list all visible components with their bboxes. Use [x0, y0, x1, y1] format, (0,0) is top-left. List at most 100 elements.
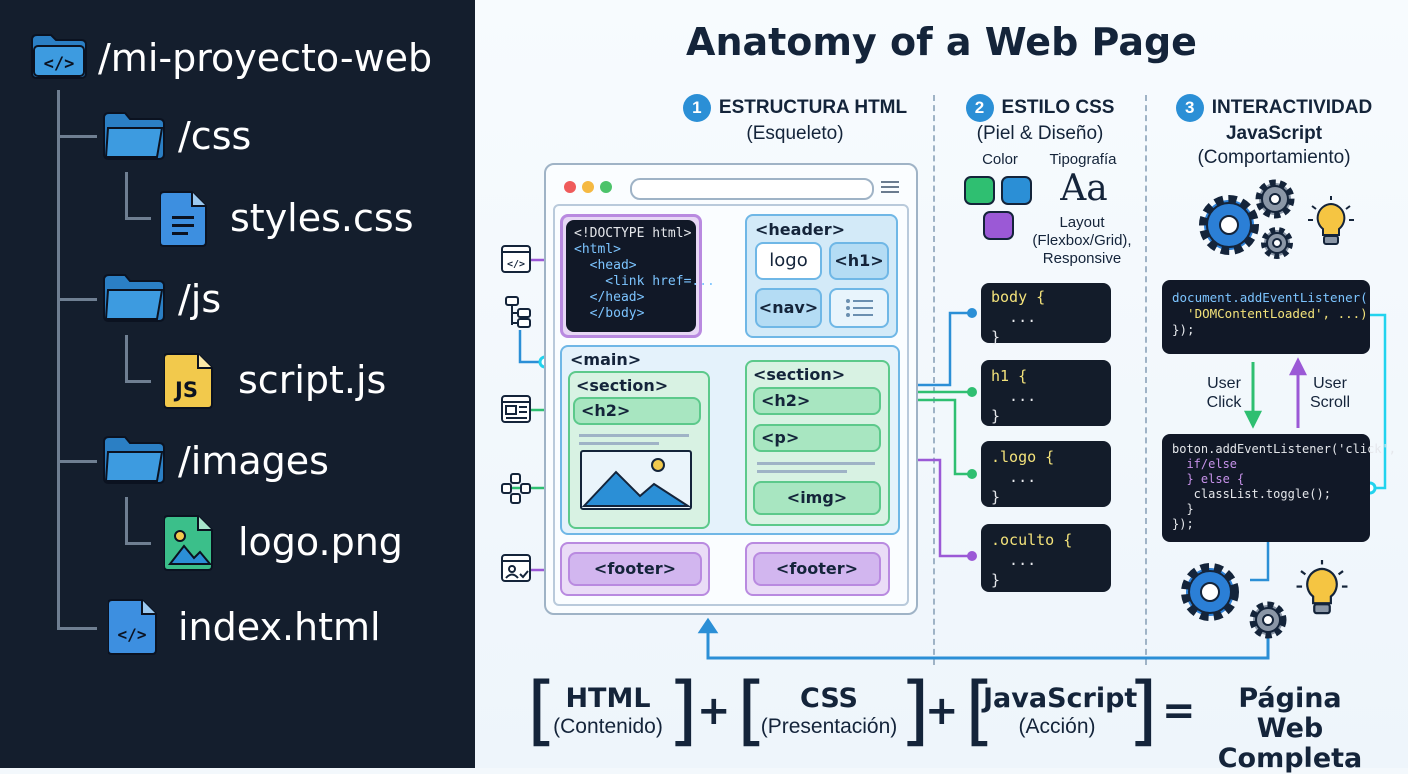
formula-css: CSS (Presentación): [752, 684, 906, 740]
tree-file-logo[interactable]: logo.png: [238, 520, 403, 564]
css-line: ...: [991, 387, 1037, 405]
image-file-icon: [164, 515, 213, 571]
img-element: <img>: [753, 481, 881, 515]
js-file-icon: [164, 353, 213, 409]
column-subtitle: (Esqueleto): [746, 123, 844, 144]
text-line: [579, 434, 689, 437]
element-label: <nav>: [758, 298, 819, 317]
code-line: <head>: [574, 258, 637, 273]
result-line: Completa: [1217, 743, 1363, 774]
tree-root-label[interactable]: /mi-proyecto-web: [98, 36, 433, 80]
result-line: Página Web: [1238, 683, 1342, 744]
address-bar: [630, 178, 874, 200]
text-line: [579, 442, 659, 445]
code-line: <link href=...: [574, 274, 715, 289]
list-icon: [846, 299, 873, 317]
js-code-domcontentloaded: document.addEventListener( 'DOMContentLo…: [1162, 280, 1370, 354]
h1-element: <h1>: [829, 242, 889, 280]
lightbulb-icon: [1296, 560, 1348, 615]
tree-file-index[interactable]: index.html: [178, 605, 381, 649]
code-line: document.addEventListener(: [1172, 290, 1368, 305]
layout-label: Layout (Flexbox/Grid), Responsive: [1022, 214, 1142, 268]
components-icon: [501, 473, 531, 504]
column-title: ESTILO CSS: [1001, 97, 1115, 119]
file-tree-panel: [0, 0, 475, 768]
user-scroll-label: User Scroll: [1300, 374, 1360, 412]
folder-icon: [103, 274, 165, 322]
bracket-close: ]: [1128, 665, 1158, 754]
element-label: <footer>: [775, 559, 859, 578]
code-line: });: [1172, 517, 1194, 531]
svg-text:</>: </>: [118, 625, 147, 644]
svg-text:</>: </>: [507, 259, 525, 270]
element-label: <p>: [761, 428, 800, 447]
page-title: Anatomy of a Web Page: [686, 20, 1197, 64]
element-label: <section>: [576, 376, 669, 395]
css-line: ...: [991, 468, 1037, 486]
css-line: body {: [991, 288, 1046, 306]
code-line: boton.addEventListener('click',: [1172, 442, 1396, 456]
color-swatches: [964, 176, 1032, 240]
layout-line: Layout: [1059, 214, 1105, 231]
footer-left-inner: <footer>: [568, 552, 702, 586]
user-click-label: User Click: [1194, 374, 1254, 412]
element-label: <header>: [755, 220, 846, 239]
css-line: .oculto {: [991, 531, 1073, 549]
bracket-open: [: [965, 665, 995, 754]
window-close-dot: [564, 181, 576, 193]
image-placeholder-icon: [580, 450, 692, 510]
column-title: ESTRUCTURA HTML: [718, 97, 908, 119]
tree-branch: [57, 460, 97, 463]
formula-term: CSS: [800, 683, 858, 714]
formula-term: HTML: [565, 683, 651, 714]
code-window-icon: </>: [501, 245, 531, 273]
element-label: <main>: [570, 350, 642, 369]
tree-file-script[interactable]: script.js: [238, 358, 387, 402]
formula-html: HTML (Contenido): [548, 684, 668, 740]
formula-js: JavaScript (Acción): [983, 683, 1138, 740]
label-line: User: [1313, 375, 1347, 392]
css-line: }: [991, 488, 1001, 506]
code-line: </head>: [574, 290, 645, 305]
code-line: 'DOMContentLoaded', ...): [1172, 306, 1368, 321]
plus-operator: +: [925, 688, 959, 734]
step-number: 3: [1175, 94, 1204, 122]
tree-branch: [57, 298, 97, 301]
js-code-click-handler: boton.addEventListener('click', if/else …: [1162, 434, 1396, 542]
css-line: .logo {: [991, 448, 1055, 466]
footer-right-inner: <footer>: [753, 552, 881, 586]
tree-line: [125, 172, 128, 218]
equals-operator: =: [1162, 688, 1196, 734]
code-line: } else {: [1172, 472, 1245, 486]
tree-structure-icon: [505, 296, 531, 328]
code-line: });: [1172, 322, 1195, 337]
css-line: h1 {: [991, 367, 1028, 385]
tree-folder-css[interactable]: /css: [178, 114, 252, 158]
tree-folder-js[interactable]: /js: [178, 277, 222, 321]
swatch-purple: [983, 211, 1014, 240]
tree-file-styles[interactable]: styles.css: [230, 196, 414, 240]
menu-icon: [881, 181, 899, 193]
swatch-green: [964, 176, 995, 205]
label-line: User: [1207, 375, 1241, 392]
column-html-header: 1 ESTRUCTURA HTML (Esqueleto): [660, 94, 930, 146]
tree-folder-images[interactable]: /images: [178, 439, 329, 483]
formula-term: JavaScript: [983, 683, 1138, 714]
element-label: <h2>: [761, 391, 811, 410]
formula-result: Página Web Completa: [1205, 684, 1375, 774]
code-line: <!DOCTYPE html>: [574, 226, 692, 241]
code-line: }: [1172, 502, 1194, 516]
gears-icon: [1181, 563, 1287, 639]
bracket-close: ]: [900, 665, 930, 754]
element-label: <section>: [753, 365, 846, 384]
js-badge: JS: [175, 378, 198, 402]
bracket-open: [: [737, 665, 767, 754]
step-number: 1: [682, 94, 711, 122]
svg-text:</>: </>: [44, 54, 75, 74]
typography-sample: Aa: [1060, 168, 1108, 209]
code-line: </body>: [574, 306, 645, 321]
window-maximize-dot: [600, 181, 612, 193]
text-line: [757, 462, 875, 465]
nav-element: <nav>: [755, 288, 822, 328]
css-line: }: [991, 407, 1001, 425]
